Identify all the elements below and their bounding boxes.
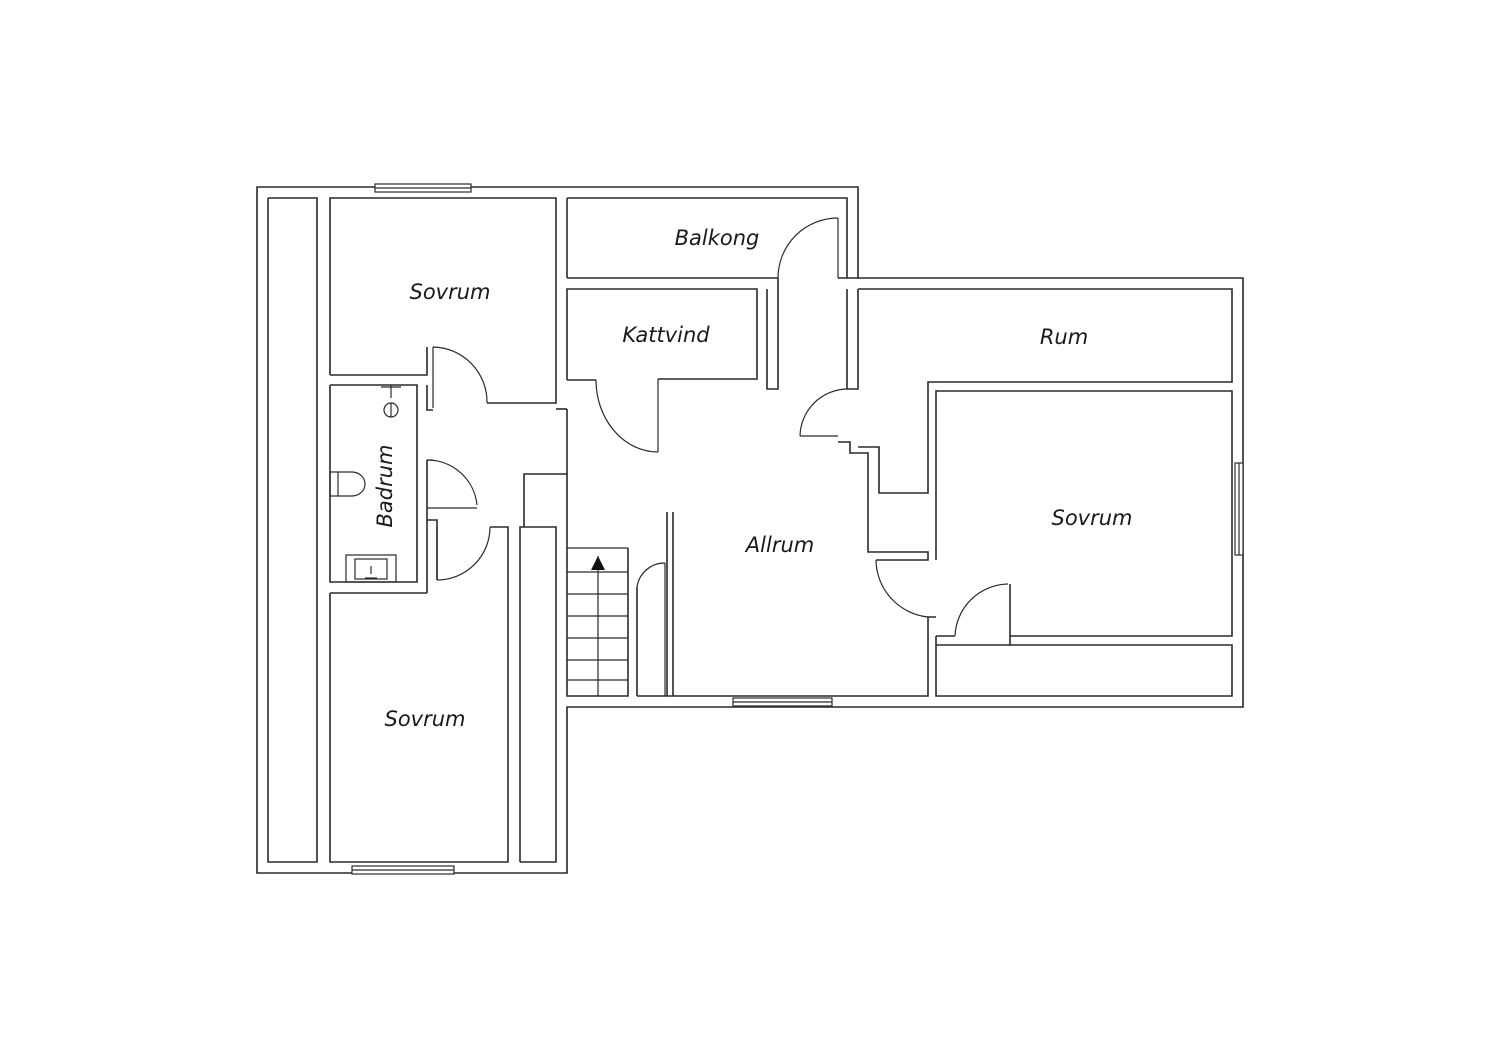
staircase [567,547,628,696]
room-label-sovrum-bottom-left: Sovrum [384,707,465,731]
stair-up-arrow-icon [591,556,605,570]
door-sovrum-top-left [432,346,488,408]
room-label-sovrum-right: Sovrum [1051,506,1132,530]
room-label-rum: Rum [1040,325,1088,349]
windows [351,183,1244,875]
door-kattvind [595,379,659,453]
room-label-badrum: Badrum [373,444,397,527]
door-sovrum-right [875,559,929,618]
outer-walls [256,186,1244,874]
toilet-icon [329,471,366,497]
room-label-sovrum-top-left: Sovrum [409,280,490,304]
sink-icon [345,554,397,583]
room-labels: Balkong Sovrum Kattvind Rum Badrum Allru… [373,226,1133,731]
room-label-allrum: Allrum [744,533,814,557]
inner-walls [329,197,1233,863]
shower-icon [381,385,401,418]
door-bottom-right [954,583,1009,637]
room-label-kattvind: Kattvind [622,323,710,347]
room-label-balkong: Balkong [675,226,760,250]
doors [426,217,1009,696]
door-balkong [777,217,839,279]
door-rum [799,388,848,437]
bathroom-fixtures [329,385,401,583]
door-sovrum-bottom-left [436,526,491,581]
door-badrum [426,459,478,509]
door-stair [636,562,666,696]
